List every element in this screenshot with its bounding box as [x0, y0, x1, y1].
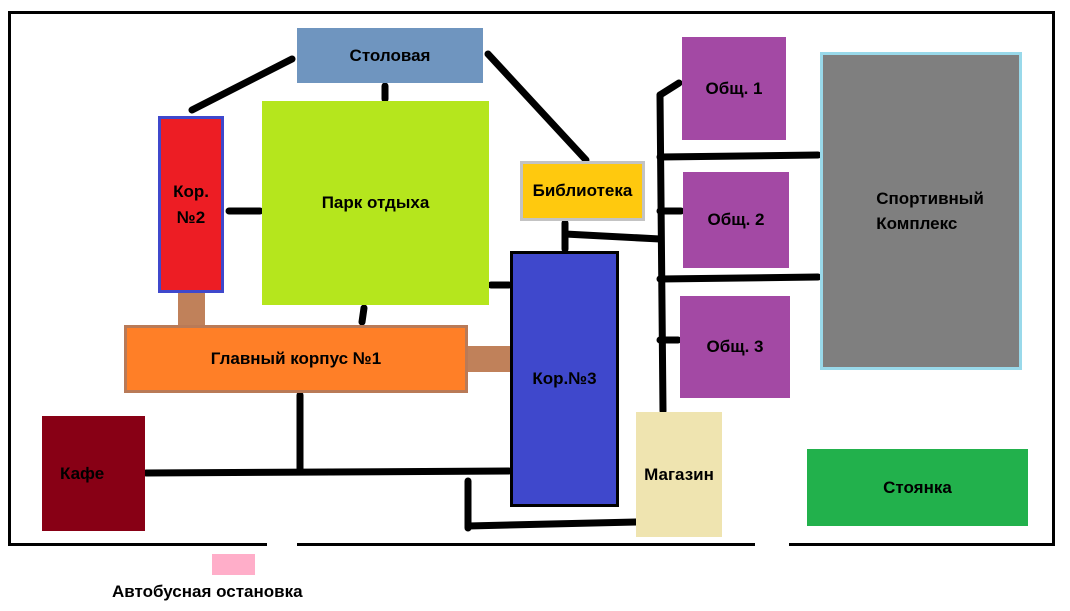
road-spine-dorm1 — [656, 79, 683, 99]
road-east-spine — [656, 91, 667, 415]
passage-main-corp3 — [467, 346, 511, 372]
building-corp2[interactable]: Кор. №2 — [158, 116, 224, 293]
building-sports-complex[interactable]: Спортивный Комплекс — [820, 52, 1022, 370]
bus-stop-marker[interactable] — [212, 554, 255, 575]
road-bottom-shop — [464, 518, 641, 530]
building-dorm1[interactable]: Общ. 1 — [682, 37, 786, 140]
road-canteen-library — [484, 50, 590, 164]
building-canteen[interactable]: Столовая — [297, 28, 483, 83]
building-dorm3[interactable]: Общ. 3 — [680, 296, 790, 398]
road-library-spine — [561, 230, 664, 243]
building-corp3[interactable]: Кор.№3 — [510, 251, 619, 507]
gate-bus-stop — [267, 540, 297, 550]
park[interactable]: Парк отдыха — [262, 101, 489, 305]
bus-stop-label: Автобусная остановка — [112, 582, 303, 601]
building-dorm2[interactable]: Общ. 2 — [683, 172, 789, 268]
parking[interactable]: Стоянка — [807, 449, 1028, 526]
building-library[interactable]: Библиотека — [520, 161, 645, 221]
building-cafe[interactable]: Кафе — [42, 416, 145, 531]
road-spine-sports-top — [656, 151, 822, 161]
gate-east — [755, 540, 789, 550]
building-main-corp1[interactable]: Главный корпус №1 — [124, 325, 468, 393]
road-canteen-corp2 — [188, 55, 296, 114]
building-shop[interactable]: Магазин — [636, 412, 722, 537]
passage-corp2-main — [178, 292, 205, 326]
road-cafe-corp3 — [142, 467, 513, 477]
campus-boundary — [8, 11, 1055, 546]
road-spine-sports-mid — [656, 273, 822, 283]
road-park-main — [358, 304, 368, 326]
